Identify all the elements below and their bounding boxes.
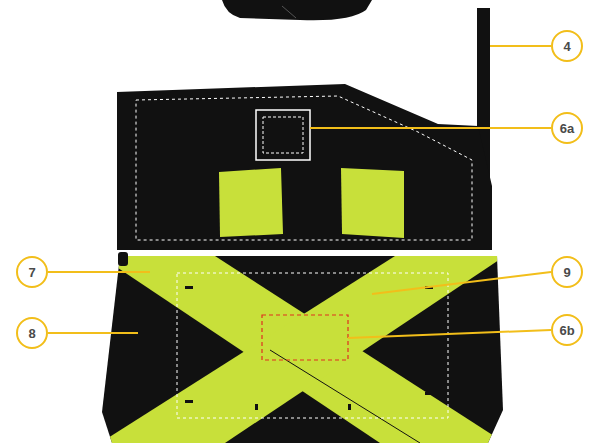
label-area-6b (262, 315, 348, 360)
wall-mount-area (177, 273, 448, 418)
callout-number: 6b (551, 314, 583, 346)
top-part-seam (282, 6, 296, 18)
upper-dashed-outline (136, 96, 472, 240)
callout-number: 8 (16, 317, 48, 349)
label-area-6a (256, 110, 310, 160)
callout-text: 9 (563, 265, 570, 280)
label-area-6a-inner (263, 117, 303, 153)
callout-text: 7 (28, 265, 35, 280)
callout-text: 6a (560, 121, 574, 136)
green-band (100, 256, 505, 443)
green-tab (219, 168, 283, 237)
callout-text: 4 (563, 39, 570, 54)
corner-tab (118, 252, 128, 266)
callout-number: 4 (551, 30, 583, 62)
upper-body (117, 84, 492, 250)
leader-lines (48, 46, 551, 338)
band-seam (270, 350, 420, 443)
mount-holes (185, 276, 433, 410)
green-band (100, 256, 505, 443)
callout-text: 8 (28, 326, 35, 341)
callout-text: 6b (559, 323, 574, 338)
callout-number: 7 (16, 256, 48, 288)
callout-number: 6a (551, 112, 583, 144)
green-tab (341, 168, 404, 238)
top-part (222, 0, 372, 20)
callout-number: 9 (551, 256, 583, 288)
